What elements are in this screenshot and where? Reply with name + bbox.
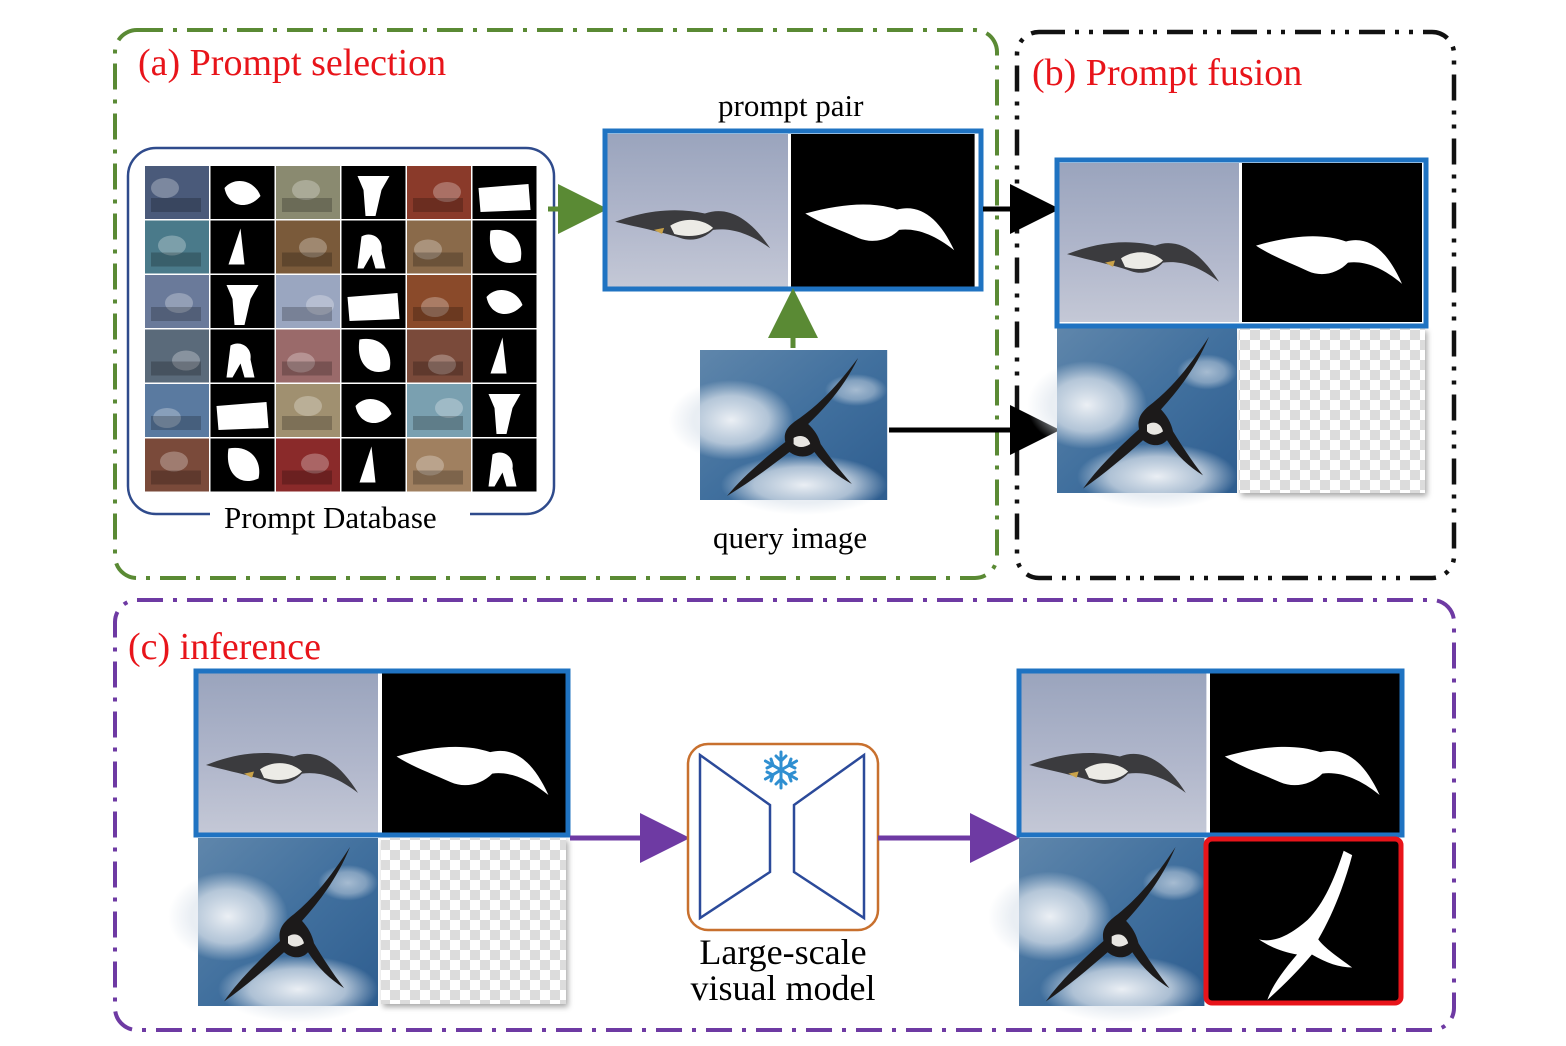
database-mask-thumb (342, 439, 406, 492)
database-mask-thumb (211, 166, 275, 219)
database-mask-thumb (211, 384, 275, 437)
query-image-label: query image (713, 522, 867, 553)
database-photo-thumb (145, 166, 209, 219)
prompt-pair (607, 134, 975, 288)
database-photo-thumb (407, 439, 471, 492)
database-photo-thumb (407, 330, 471, 383)
database-photo-thumb (276, 166, 340, 219)
database-mask-thumb (211, 330, 275, 383)
database-photo-thumb (145, 439, 209, 492)
database-photo-thumb (145, 330, 209, 383)
prompt-fusion-title: (b) Prompt fusion (1032, 54, 1302, 92)
predicted-mask (1208, 840, 1399, 1002)
database-mask-thumb (473, 275, 537, 328)
database-photo-thumb (145, 275, 209, 328)
database-mask-thumb (342, 384, 406, 437)
visual-model-label: Large-scale visual model (660, 934, 906, 1006)
prompt-database-label: Prompt Database (224, 502, 437, 533)
inference-title: (c) inference (128, 628, 321, 666)
database-mask-thumb (473, 439, 537, 492)
database-mask-thumb (342, 166, 406, 219)
database-mask-thumb (211, 439, 275, 492)
database-photo-thumb (276, 439, 340, 492)
prompt-pair-label: prompt pair (718, 90, 864, 121)
query-image (669, 350, 887, 515)
database-mask-thumb (473, 221, 537, 274)
database-photo-thumb (407, 275, 471, 328)
database-mask-thumb (473, 330, 537, 383)
prompt-selection-title: (a) Prompt selection (138, 44, 446, 82)
database-photo-thumb (145, 384, 209, 437)
database-photo-thumb (145, 221, 209, 274)
fusion-blank-cell (1239, 328, 1425, 493)
database-photo-thumb (276, 221, 340, 274)
inference-output-grid (988, 673, 1401, 1023)
visual-model-label-line2: visual model (660, 970, 906, 1006)
database-mask-thumb (473, 384, 537, 437)
database-mask-thumb (211, 275, 275, 328)
database-mask-thumb (342, 330, 406, 383)
database-mask-thumb (211, 221, 275, 274)
database-photo-thumb (407, 221, 471, 274)
inference-blank-cell (381, 838, 566, 1004)
database-photo-thumb (407, 384, 471, 437)
database-photo-thumb (276, 384, 340, 437)
database-mask-thumb (342, 275, 406, 328)
fusion-grid (1027, 163, 1425, 510)
database-photo-thumb (407, 166, 471, 219)
database-photo-thumb (276, 275, 340, 328)
database-mask-thumb (342, 221, 406, 274)
database-mask-thumb (473, 166, 537, 219)
inference-input-grid (168, 673, 569, 1023)
database-photo-thumb (276, 330, 340, 383)
visual-model-label-line1: Large-scale (660, 934, 906, 970)
